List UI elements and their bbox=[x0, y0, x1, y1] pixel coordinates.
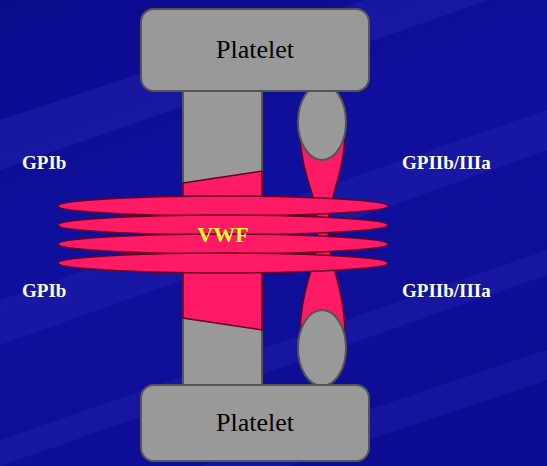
vwf-label: VWF bbox=[197, 222, 248, 248]
platelet-label: Platelet bbox=[216, 35, 294, 65]
receptor-label: GPIIb/IIIa bbox=[402, 152, 491, 174]
platelet-label: Platelet bbox=[216, 408, 294, 438]
receptor-label: GPIb bbox=[22, 280, 66, 302]
platelet-box: Platelet bbox=[140, 8, 370, 92]
receptor-label: GPIb bbox=[22, 152, 66, 174]
receptor-label: GPIIb/IIIa bbox=[402, 280, 491, 302]
platelet-box: Platelet bbox=[140, 384, 370, 462]
vwf-multimer: VWF bbox=[56, 194, 390, 276]
